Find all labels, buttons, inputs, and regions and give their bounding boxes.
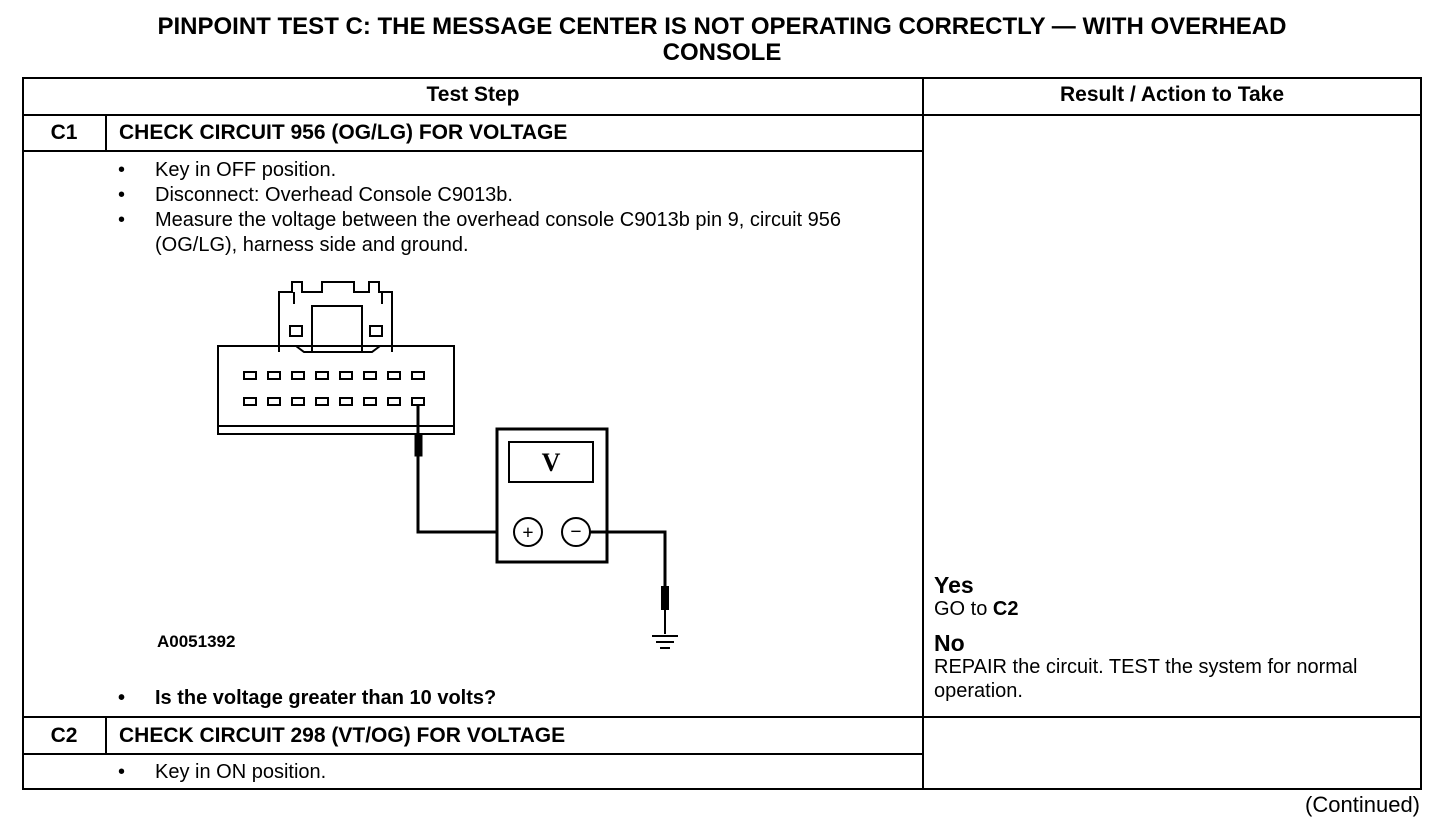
connector-body (217, 345, 455, 435)
list-item: Key in OFF position. (116, 158, 915, 183)
c1-bottom-line (24, 716, 1420, 718)
step-id-c2: C2 (50, 724, 78, 747)
yes-action-target: C2 (992, 598, 1019, 620)
step-title-c1: CHECK CIRCUIT 956 (OG/LG) FOR VOLTAGE (119, 121, 568, 144)
continued-note: (Continued) (1305, 792, 1420, 817)
c1-bullet-list: Key in OFF position. Disconnect: Overhea… (116, 158, 915, 258)
page-title: PINPOINT TEST C: THE MESSAGE CENTER IS N… (22, 14, 1422, 66)
no-label: No (934, 630, 965, 656)
title-line-2: CONSOLE (662, 39, 782, 66)
connector-latch-inner (311, 305, 363, 352)
voltmeter-display (508, 441, 594, 483)
positive-lead (416, 456, 517, 534)
connector-latch (278, 281, 393, 352)
connector-pins (243, 371, 425, 406)
column-divider (922, 79, 924, 788)
list-item: Disconnect: Overhead Console C9013b. (116, 183, 915, 208)
c2-bullet-list: Key in ON position. (116, 760, 915, 785)
c1-id-divider (105, 115, 107, 152)
figure-id: A0051392 (157, 632, 236, 651)
no-action: REPAIR the circuit. TEST the system for … (934, 656, 1358, 702)
latch-window-left (289, 325, 303, 337)
connector-pin-9 (411, 397, 425, 406)
ground-icon (652, 635, 678, 649)
header-result: Result / Action to Take (1059, 83, 1285, 106)
step-id-c1: C1 (50, 121, 78, 144)
title-line-1: PINPOINT TEST C: THE MESSAGE CENTER IS N… (157, 13, 1287, 40)
c1-question: Is the voltage greater than 10 volts? (116, 687, 496, 710)
list-item: Key in ON position. (116, 760, 915, 785)
header-test-step: Test Step (426, 83, 520, 106)
c1-result: Yes GO to C2 No REPAIR the circuit. TEST… (934, 573, 1404, 703)
c2-id-divider (105, 718, 107, 755)
yes-action-prefix: GO to (934, 598, 993, 620)
list-item: Measure the voltage between the overhead… (116, 208, 915, 258)
c2-title-bottom-line (24, 753, 922, 755)
plus-terminal (513, 517, 543, 547)
yes-label: Yes (934, 572, 974, 598)
header-bottom-line (24, 114, 1420, 116)
voltmeter-label: V (542, 448, 561, 477)
yes-action: GO to C2 (934, 597, 1404, 621)
c1-title-bottom-line (24, 150, 922, 152)
latch-window-right (369, 325, 383, 337)
voltmeter-diagram: V + − (217, 281, 678, 649)
positive-probe (414, 405, 423, 457)
plus-symbol: + (522, 522, 533, 544)
negative-lead (590, 530, 667, 586)
minus-symbol: − (570, 521, 581, 543)
step-title-c2: CHECK CIRCUIT 298 (VT/OG) FOR VOLTAGE (119, 724, 566, 747)
pinpoint-test-table: Test Step Result / Action to Take C1 CHE… (22, 77, 1422, 790)
negative-probe (661, 586, 669, 610)
